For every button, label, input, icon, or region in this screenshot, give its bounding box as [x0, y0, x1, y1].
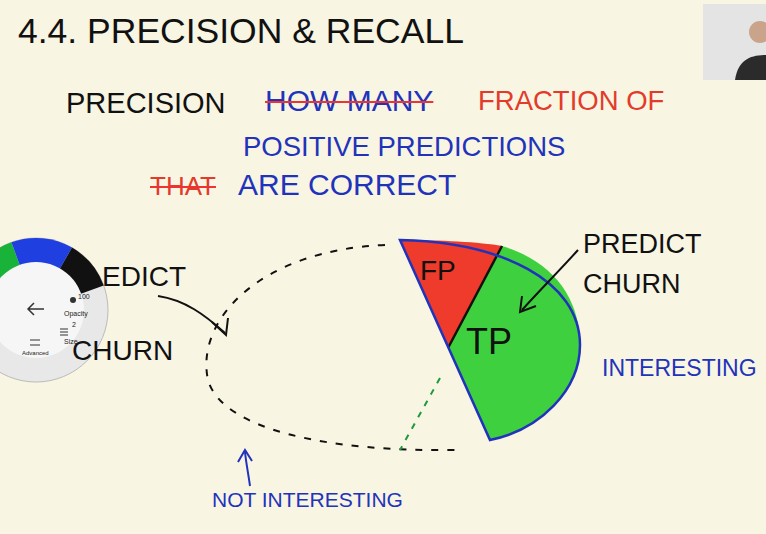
arrow-head [520, 296, 536, 312]
region-node: FP [418, 254, 458, 289]
region-name: FP [420, 256, 456, 287]
leader-arrow [522, 250, 578, 310]
region-label: PREDICT CHURN [583, 224, 733, 304]
webcam-head [749, 21, 766, 43]
widget-text: 100 [78, 293, 90, 301]
title: 4.4. PRECISION & RECALL [18, 12, 464, 51]
region-label: EDICT CHURN [72, 240, 202, 388]
definition-text: ARE CORRECT [238, 168, 456, 201]
heading-word: PRECISION [66, 88, 226, 120]
widget-text: 2 [72, 321, 76, 329]
region-note: NOT INTERESTING [212, 488, 403, 511]
region-name: TP [466, 322, 512, 362]
definition-text: POSITIVE PREDICTIONS [243, 132, 565, 162]
region-note: INTERESTING [602, 356, 757, 381]
struck-text: THAT [150, 172, 216, 201]
webcam-person [735, 55, 766, 80]
widget-text: Opacity [64, 310, 88, 318]
widget-text: Advanced [22, 350, 49, 357]
red-text: FRACTION OF [478, 86, 664, 116]
predicted-outline [400, 240, 580, 440]
arrow-head [238, 450, 252, 462]
dashed-divider [400, 378, 440, 450]
struck-text: HOW MANY [265, 84, 433, 117]
region-node: TP [464, 320, 514, 364]
tp-region [448, 246, 580, 440]
widget-text: Size [64, 338, 78, 346]
leader-arrow [158, 296, 225, 333]
arrow-head [212, 318, 228, 335]
